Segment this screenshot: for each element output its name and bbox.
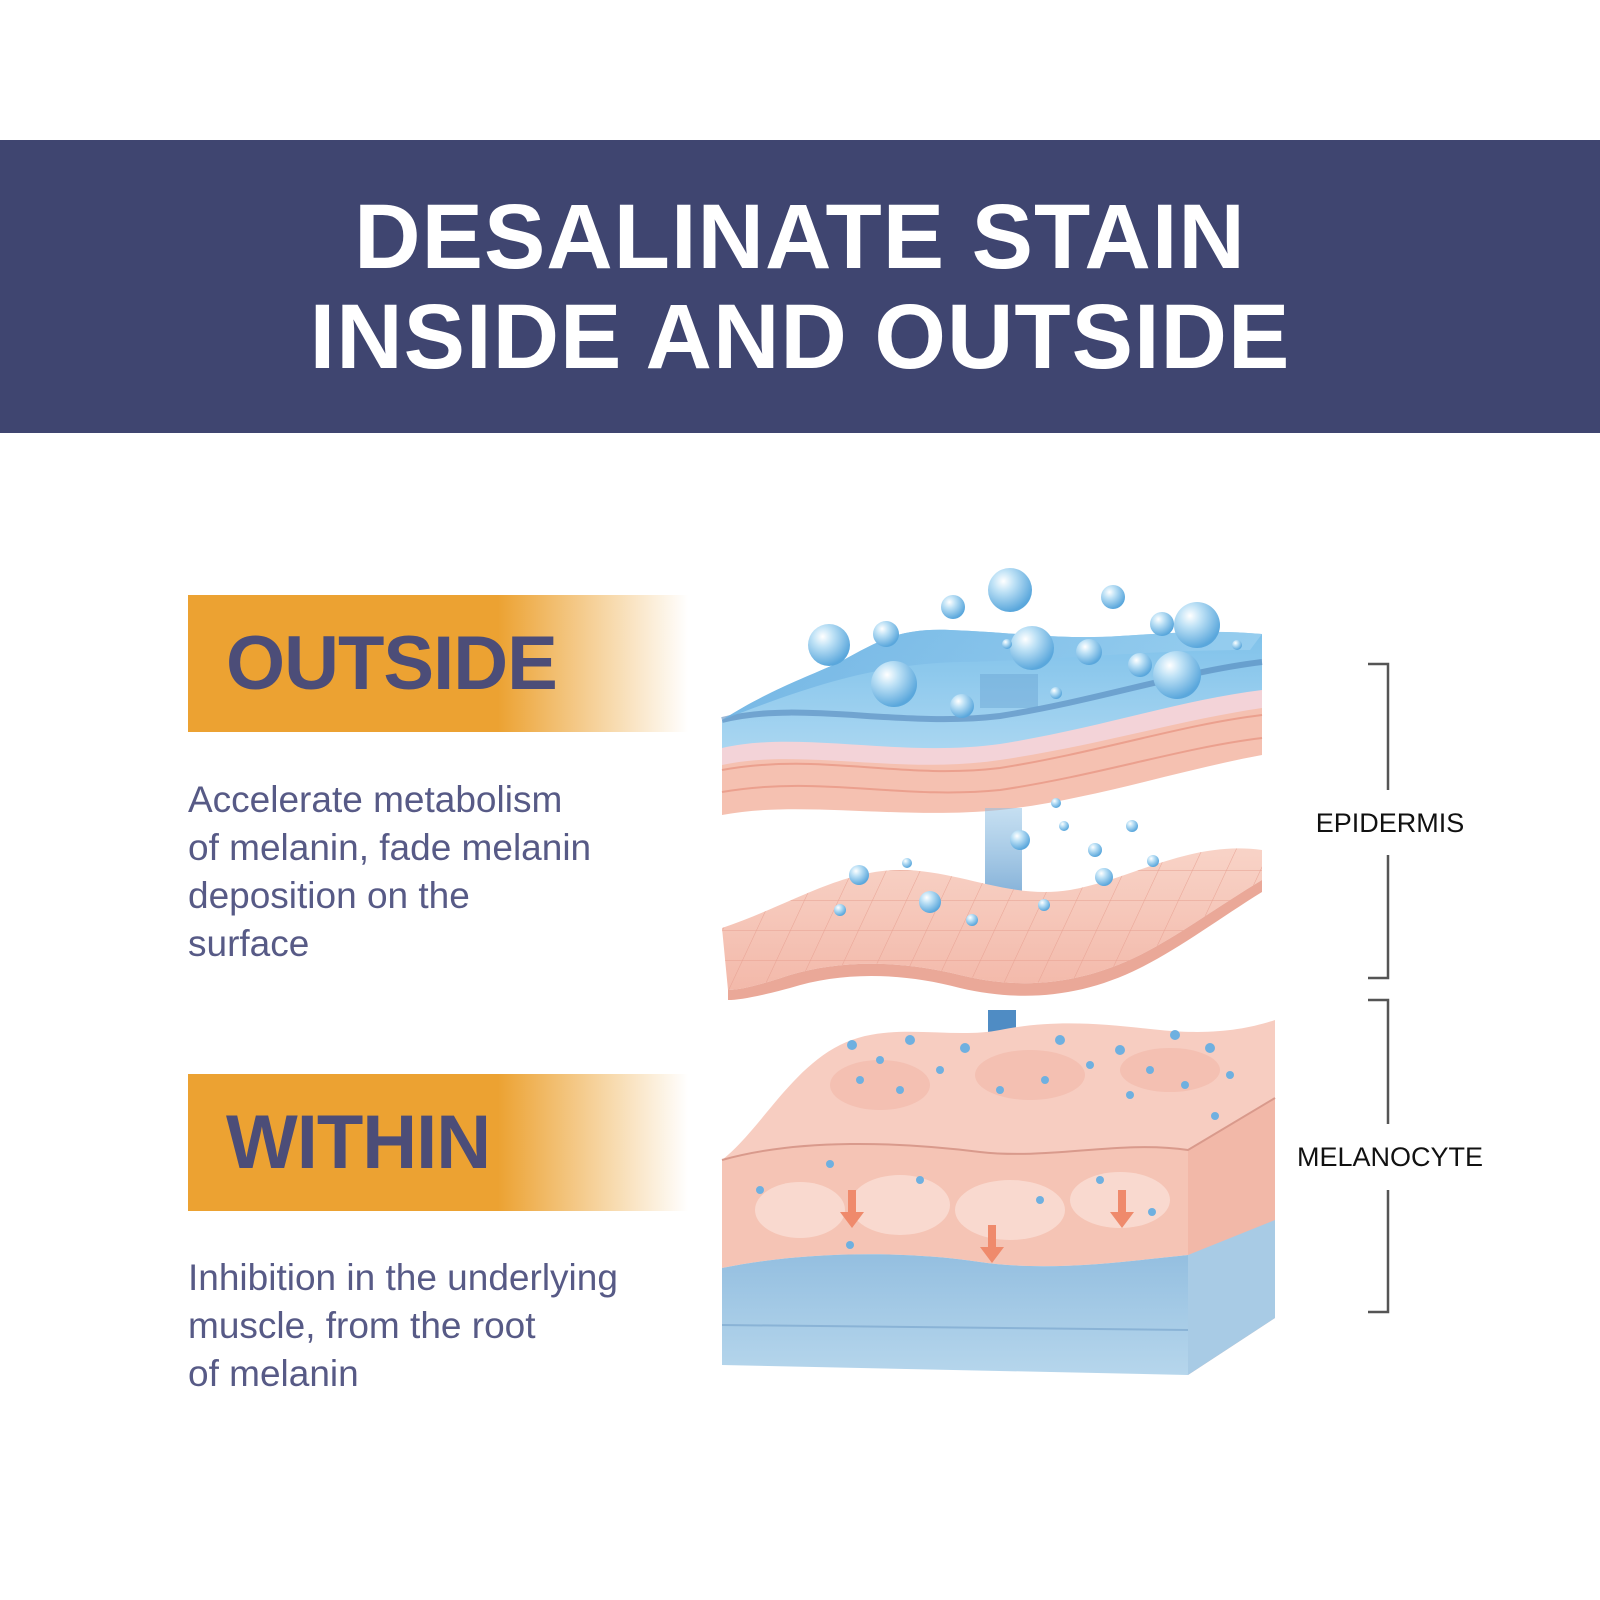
outside-description: Accelerate metabolism of melanin, fade m…: [188, 779, 592, 964]
melanocyte-bracket-bottom: [1368, 1190, 1390, 1314]
within-description: Inhibition in the underlying muscle, fro…: [188, 1257, 618, 1394]
outside-label: OUTSIDE: [188, 595, 688, 732]
page-title-line-2: INSIDE AND OUTSIDE: [309, 285, 1291, 388]
within-label-background: [188, 1074, 688, 1211]
within-label: WITHIN: [188, 1074, 688, 1211]
top-skin-layer: [721, 629, 1263, 815]
within-label-text: WITHIN: [226, 1100, 491, 1185]
water-bubbles-top: [808, 568, 1242, 718]
outside-label-text: OUTSIDE: [226, 621, 558, 706]
epidermis-bracket-top: [1368, 662, 1390, 790]
melanin-dots: [756, 1030, 1234, 1249]
epidermis-bracket-bottom: [1368, 855, 1390, 980]
melanocyte-label: MELANOCYTE: [1296, 1142, 1484, 1172]
falling-droplets: [834, 798, 1159, 926]
epidermis-label: EPIDERMIS: [1315, 808, 1465, 838]
melanocyte-bracket-top: [1368, 998, 1390, 1124]
page-title-line-1: DESALINATE STAIN: [354, 185, 1246, 288]
outside-label-background: [188, 595, 688, 732]
header-banner: DESALINATE STAIN INSIDE AND OUTSIDE: [0, 140, 1600, 433]
